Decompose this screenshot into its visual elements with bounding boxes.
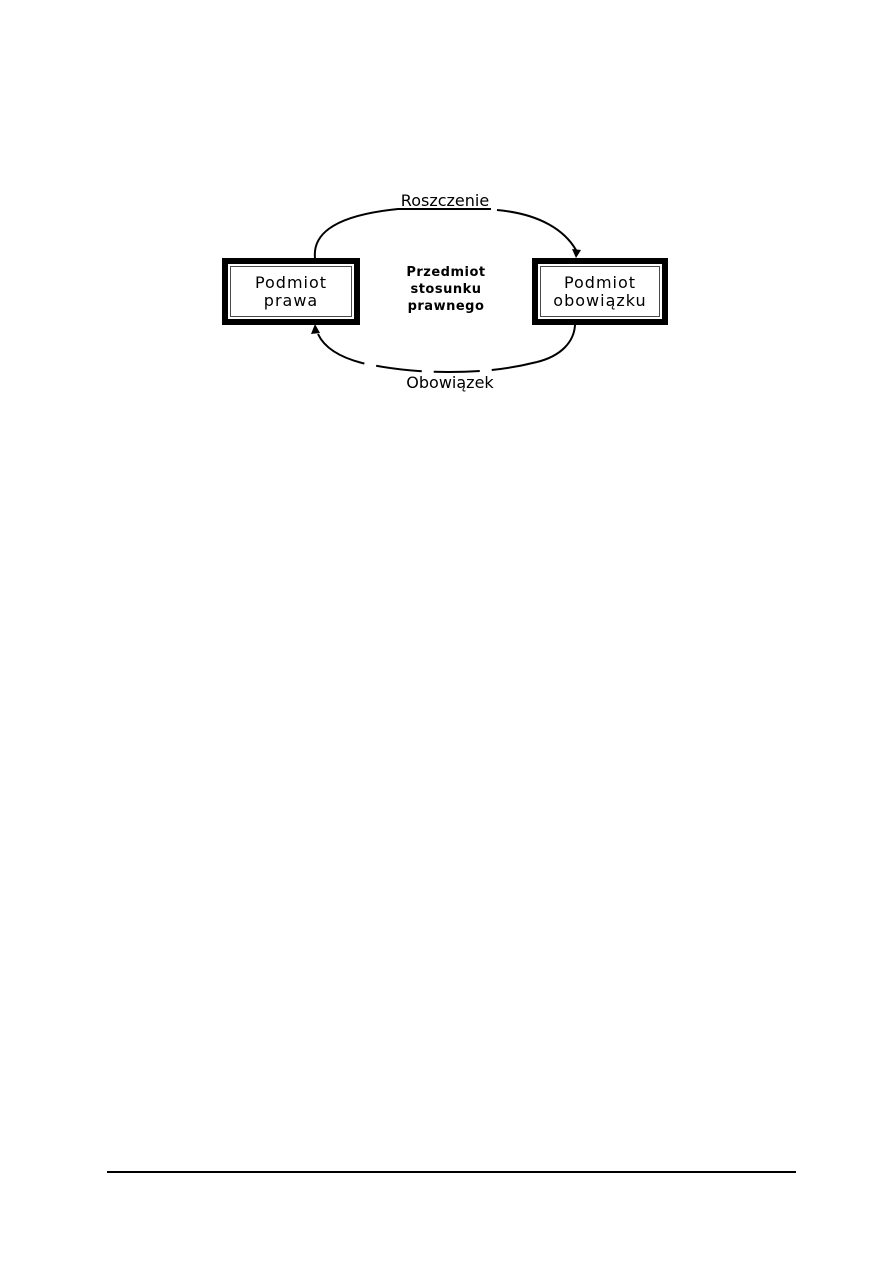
footer-rule [107, 1171, 796, 1173]
center-label-line: prawnego [407, 299, 485, 314]
subject-of-duty-box-inner-frame: Podmiot obowiązku [540, 266, 660, 317]
box-label-line: prawa [263, 290, 319, 310]
subject-of-duty-box: Podmiot obowiązku [532, 258, 668, 325]
subject-of-law-box-inner-frame: Podmiot prawa [230, 266, 352, 317]
box-label-line: Podmiot [563, 272, 637, 292]
top-arc-left-segment [313, 208, 491, 259]
bottom-arc-label: Obowiązek [406, 373, 494, 392]
bottom-arc-left-segment [317, 333, 363, 364]
bottom-arc-dashed-segment [361, 361, 538, 374]
center-label-line: stosunku [410, 282, 482, 297]
center-label: Przedmiot stosunku prawnego [406, 264, 485, 315]
top-arc-arrowhead [572, 249, 581, 258]
bottom-arc-arrowhead [311, 324, 320, 334]
top-arc-right-segment [496, 209, 577, 251]
center-label-line: Przedmiot [406, 265, 486, 280]
bottom-arc-right-segment [536, 324, 576, 363]
subject-of-law-box: Podmiot prawa [222, 258, 360, 325]
top-arc-label: Roszczenie [400, 191, 490, 210]
box-label-line: obowiązku [553, 290, 647, 310]
box-label-line: Podmiot [254, 272, 328, 292]
